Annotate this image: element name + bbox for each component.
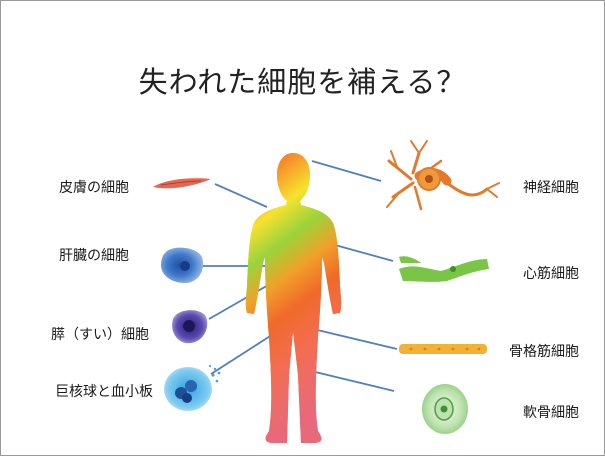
connector-blood: [211, 331, 278, 374]
label-cartilage-cell: 軟骨細胞: [523, 402, 579, 422]
connector-skeletal: [309, 328, 397, 349]
human-body: [246, 153, 341, 443]
liver-cell-icon: [161, 248, 203, 283]
megakaryocyte-platelets-icon: [164, 365, 220, 411]
label-megakaryocyte-platelets: 巨核球と血小板: [55, 381, 153, 401]
nerve-cell-icon: [387, 141, 499, 209]
connector-skin: [215, 184, 267, 207]
cartilage-cell-icon: [422, 384, 468, 434]
label-liver-cell: 肝臓の細胞: [59, 245, 129, 265]
label-cardiac-muscle-cell: 心筋細胞: [523, 263, 579, 283]
connector-cartilage: [311, 371, 394, 391]
label-skeletal-muscle-cell: 骨格筋細胞: [509, 341, 579, 361]
skin-cell-icon: [153, 178, 211, 188]
cardiac-muscle-cell-icon: [399, 256, 489, 282]
pancreas-cell-icon: [172, 310, 207, 343]
skeletal-muscle-cell-icon: [399, 344, 487, 354]
label-skin-cell: 皮膚の細胞: [59, 177, 129, 197]
label-nerve-cell: 神経細胞: [523, 177, 579, 197]
connector-nerve: [312, 161, 381, 181]
label-pancreas-cell: 膵（すい）細胞: [51, 324, 149, 344]
